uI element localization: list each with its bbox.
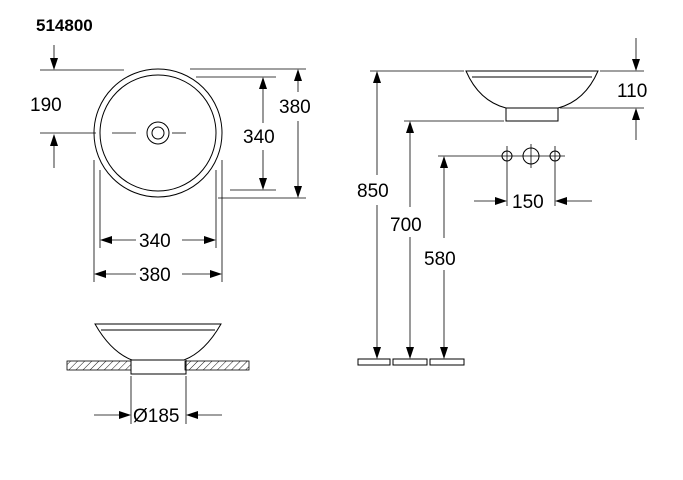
arrowhead (294, 186, 302, 198)
arrowhead (119, 411, 131, 419)
arrowhead (440, 347, 448, 359)
arrowhead (373, 347, 381, 359)
dim-waste-height-label: 700 (390, 215, 422, 236)
arrowhead (406, 347, 414, 359)
arrowhead (186, 411, 198, 419)
front-view: Ø185 (66, 323, 250, 427)
arrowhead (100, 236, 112, 244)
dim-base-label: Ø185 (133, 406, 179, 427)
dim-total-height-label: 850 (357, 181, 389, 202)
arrowhead (495, 197, 507, 205)
dim-outer-v-label: 380 (279, 97, 311, 118)
floor-block-3 (429, 358, 465, 366)
arrowhead (406, 121, 414, 133)
floor-block-2 (392, 358, 428, 366)
dim-tap-spacing-label: 150 (512, 192, 544, 213)
drain-outer-circle (146, 121, 170, 145)
arrowhead (294, 69, 302, 81)
side-elevation: 110 150 850 700 580 (357, 38, 647, 366)
dim-bowl-height-label: 110 (617, 81, 647, 102)
dim-offset-label: 190 (30, 95, 62, 116)
arrowhead (94, 270, 106, 278)
arrowhead (50, 58, 58, 70)
dim-inner-h-label: 340 (139, 231, 171, 252)
arrowhead (210, 270, 222, 278)
dim-tap-height-label: 580 (424, 249, 456, 270)
arrowhead (50, 134, 58, 146)
basin-profile (94, 323, 222, 361)
basin-base (130, 360, 187, 375)
inner-bowl-circle (99, 74, 217, 192)
arrowhead (632, 108, 640, 120)
product-code: 514800 (36, 16, 93, 35)
arrowhead (632, 59, 640, 71)
arrowhead (555, 197, 567, 205)
top-view: 190 340 380 340 380 (30, 45, 311, 286)
floor-block-1 (357, 358, 391, 366)
arrowhead (259, 178, 267, 190)
arrowhead (204, 236, 216, 244)
arrowhead (440, 156, 448, 168)
countertop-right (184, 360, 250, 371)
arrowhead (259, 77, 267, 89)
dim-outer-h-label: 380 (139, 265, 171, 286)
countertop-left (66, 360, 132, 371)
dim-inner-v-label: 340 (243, 127, 275, 148)
drain-inner-circle (151, 126, 165, 140)
elevation-basin-base (505, 108, 559, 122)
arrowhead (373, 71, 381, 83)
tap-holes (497, 144, 565, 168)
